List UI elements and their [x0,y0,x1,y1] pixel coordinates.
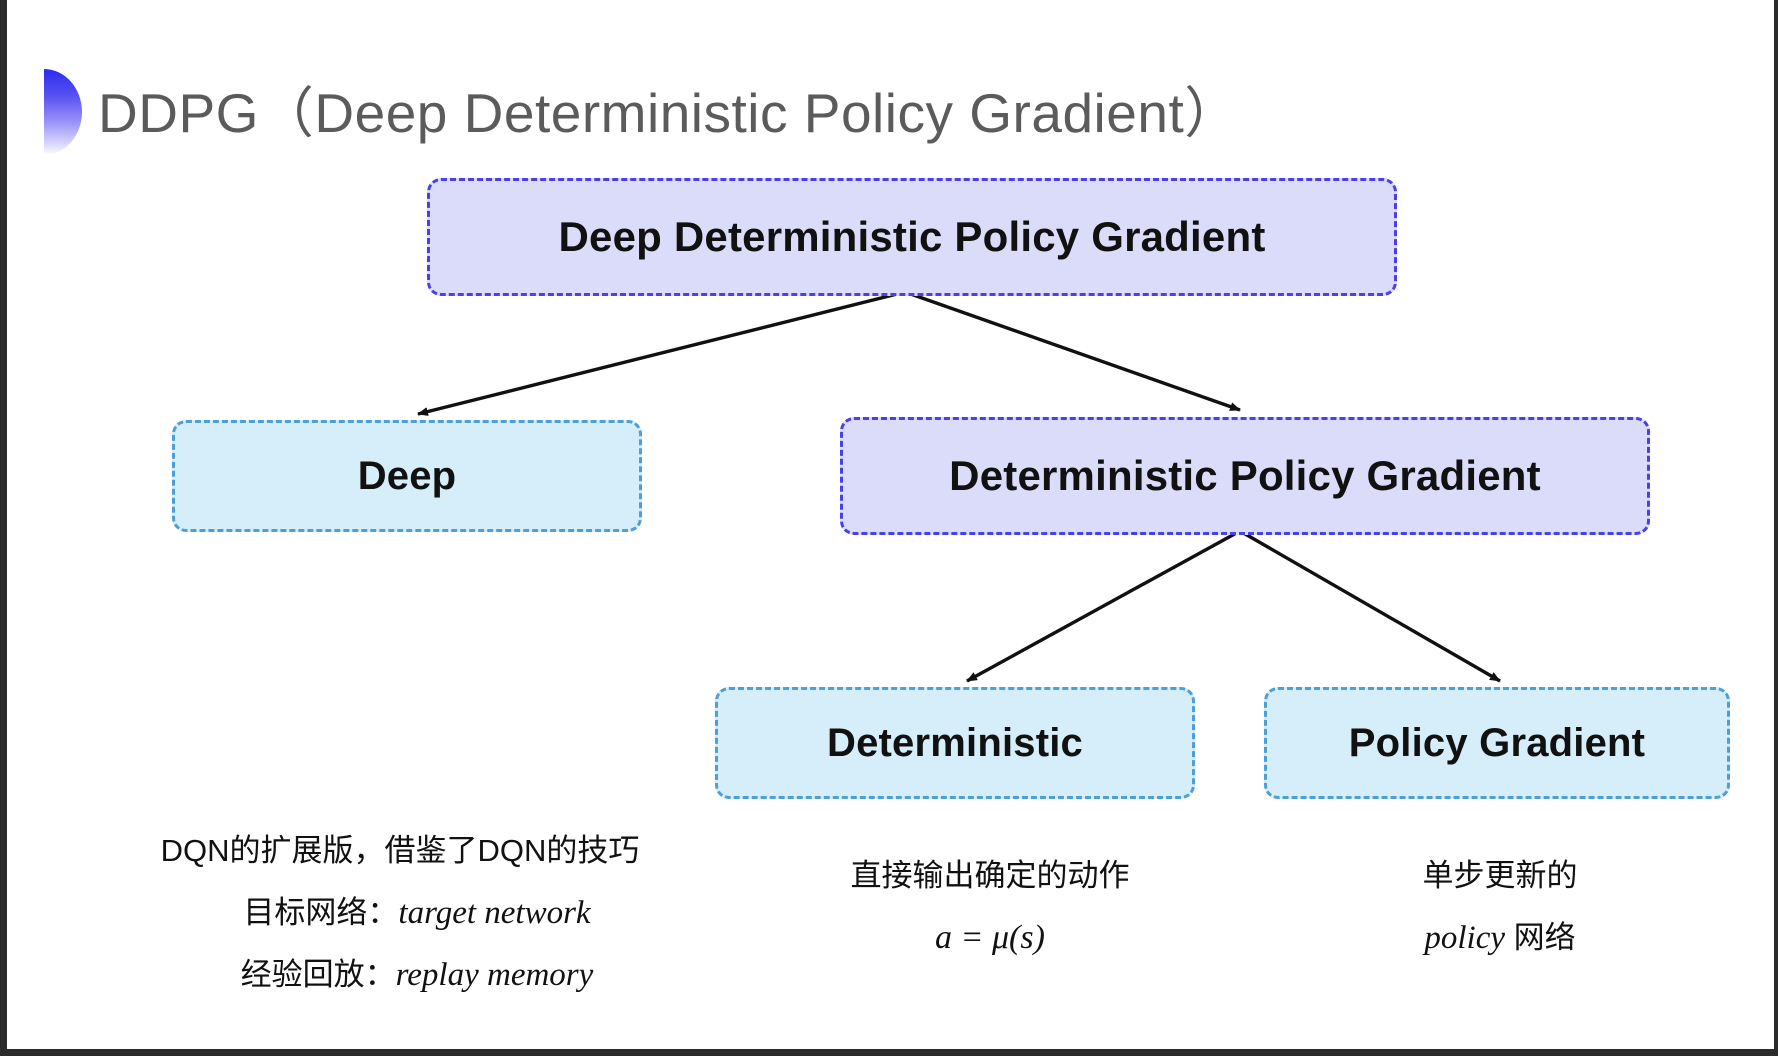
edge-dpg-to-policy-gradient [1239,529,1501,683]
caption-policy-gradient-term: policy [1424,920,1505,956]
page-edge-top [0,0,1778,3]
node-deep-deterministic-policy-gradient[interactable]: Deep Deterministic Policy Gradient [427,178,1397,296]
node-label: Deterministic [826,721,1084,765]
caption-deep-line-3-label: 经验回放： [240,957,396,992]
node-label: Deep Deterministic Policy Gradient [558,212,1266,260]
node-label: Policy Gradient [1348,721,1646,765]
node-deterministic[interactable]: Deterministic [715,687,1195,799]
caption-deterministic: 直接输出确定的动作 a = μ(s) [770,845,1210,969]
caption-deep: DQN的扩展版，借鉴了DQN的技巧 目标网络：target network 经验… [120,820,680,1006]
node-deterministic-policy-gradient[interactable]: Deterministic Policy Gradient [840,417,1650,535]
edge-root-to-dpg [904,290,1241,412]
caption-deterministic-line-1: 直接输出确定的动作 [850,858,1130,893]
page-edge-bottom [0,1049,1778,1056]
caption-deterministic-formula: a = μ(s) [935,919,1045,956]
edge-dpg-to-deterministic [966,529,1241,683]
caption-deep-line-3-term: replay memory [395,957,594,993]
caption-deep-line-2-term: target network [398,895,591,931]
edge-root-to-deep [417,290,906,416]
node-label: Deterministic Policy Gradient [949,451,1541,499]
title-decoration-half-circle-icon [44,69,82,155]
page-edge-right [1774,0,1778,1056]
caption-policy-gradient-suffix: 网络 [1505,920,1576,955]
node-label: Deep [357,454,457,498]
caption-deep-line-2-label: 目标网络： [243,895,399,930]
caption-deep-line-3: 经验回放：replay memory [120,944,680,1006]
page-edge-left [0,0,7,1056]
node-deep[interactable]: Deep [172,420,642,532]
caption-deep-line-1: DQN的扩展版，借鉴了DQN的技巧 [160,833,640,868]
page-title: DDPG（Deep Deterministic Policy Gradient） [98,82,1240,144]
caption-policy-gradient: 单步更新的 policy 网络 [1300,845,1700,969]
caption-policy-gradient-line-2: policy 网络 [1300,907,1700,969]
caption-deep-line-2: 目标网络：target network [120,882,680,944]
caption-policy-gradient-line-1: 单步更新的 [1422,858,1578,893]
node-policy-gradient[interactable]: Policy Gradient [1264,687,1730,799]
